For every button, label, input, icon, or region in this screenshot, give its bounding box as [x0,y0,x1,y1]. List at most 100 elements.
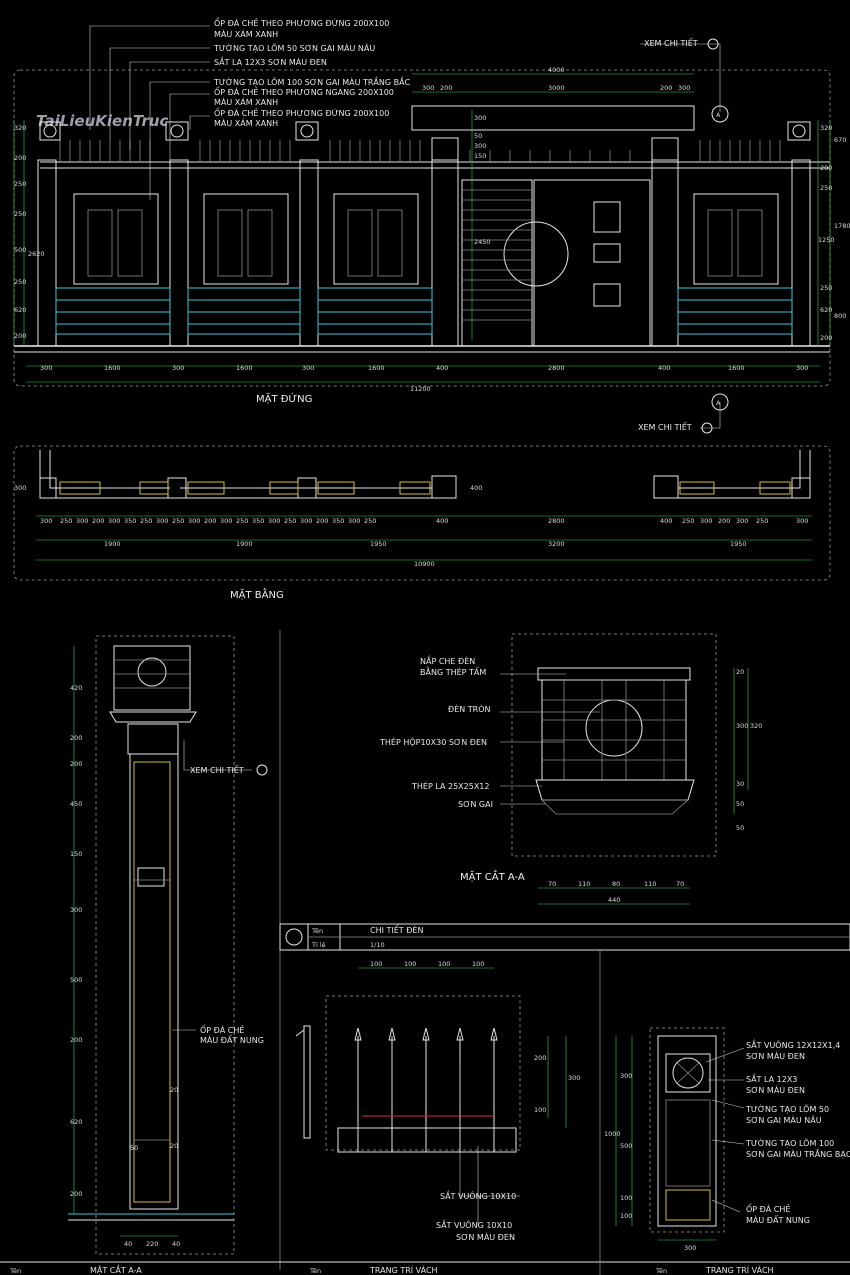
rail-dim-2: 100 [404,960,416,968]
wall-label-8: SƠN GAI MÀU TRẮNG BẠC [746,1147,850,1160]
dim-right-5: 1250 [818,236,835,244]
title-scale: 1/10 [370,941,385,949]
col-bottom-3: 40 [172,1240,180,1248]
dim-top-4: 200 [660,84,672,92]
plan-view: 300 400 300 250 300 200 300 350 250 300 … [13,445,831,601]
note-1: ỐP ĐÁ CHẺ THEO PHƯƠNG ĐỨNG 200X100 [214,16,389,28]
plan-total: 10900 [414,560,435,568]
elevation-title: MẶT ĐỨNG [256,392,312,405]
wall-label-9: ỐP ĐÁ CHẺ [746,1202,790,1214]
plan-dim2-5: 1950 [730,540,747,548]
lamp-label-5: THÉP LA 25X25X12 [411,780,489,791]
lamp-rdim-2: 300 [736,722,748,730]
dim-right-6: 1780 [834,222,850,230]
lamp-rdim-6: 50 [736,824,744,832]
rail-dim-1: 100 [370,960,382,968]
dim-gate-v2: 50 [474,132,482,140]
lamp-section-title: MẶT CẮT A-A [460,869,525,883]
rail-dim-4: 100 [472,960,484,968]
column-section-view: 420 200 200 450 150 300 500 200 620 200 … [68,630,281,1270]
plan-dim2-3: 1950 [370,540,387,548]
col-dim-6: 300 [70,906,82,914]
detail-ref-bottom: XEM CHI TIẾT [638,421,692,432]
dim-left-5: 500 [14,246,26,254]
plan-dim-2: 250 [60,517,72,525]
plan-dim2-1: 1900 [104,540,121,548]
lamp-label-1: NẮP CHE ĐÈN [420,654,475,666]
title-scale-label: Tỉ lệ [311,941,326,949]
plan-dim2-2: 1900 [236,540,253,548]
lamp-rdim-5: 50 [736,800,744,808]
dim-bottom-10: 1600 [728,364,745,372]
plan-dim-17: 300 [300,517,312,525]
wall-dim-1: 1000 [604,1130,621,1138]
plan-dim-27: 200 [718,517,730,525]
plan-dim-28: 300 [736,517,748,525]
col-bottom-2: 220 [146,1240,158,1248]
col-bottom-1: 40 [124,1240,132,1248]
plan-dim-4: 200 [92,517,104,525]
plan-title: MẶT BẰNG [230,587,284,601]
note-2: MÀU XÁM XANH [214,28,278,39]
detail-ref-top: XEM CHI TIẾT [644,37,698,48]
plan-dim2-4: 3200 [548,540,565,548]
plan-dim-3: 300 [76,517,88,525]
title-name-label: Tên [311,927,323,935]
title-name: CHI TIẾT ĐÈN [370,924,423,935]
rail-side-1: 200 [534,1054,546,1062]
watermark-logo: TaiLieuKienTruc [36,112,169,130]
title-block: Tên Tỉ lệ CHI TIẾT ĐÈN 1/10 Tên MẶT CẮT … [0,923,850,1275]
dim-gate-v3: 300 [474,142,486,150]
plan-dim-16: 250 [284,517,296,525]
railing-detail-view: 100 100 100 100 200 300 100 SẮT VUÔNG 10… [295,960,580,1242]
note-3: TƯỜNG TẠO LÕM 50 SƠN GAI MÀU NÂU [213,42,375,54]
plan-dim-1: 300 [40,517,52,525]
dim-top-2: 200 [440,84,452,92]
section-marker-bottom: A [716,399,721,407]
dim-bottom-6: 1600 [368,364,385,372]
dim-right-7: 250 [820,284,832,292]
col-dim-4: 450 [70,800,82,808]
col-dim-7: 500 [70,976,82,984]
lamp-dim-4: 110 [644,880,656,888]
note-4: SẮT LA 12X3 SƠN MÀU ĐEN [214,55,327,67]
dim-right-4: 250 [820,184,832,192]
plan-dim-14: 350 [252,517,264,525]
plan-dim-13: 250 [236,517,248,525]
col-detail-ref: XEM CHI TIẾT [190,764,244,775]
rail-side-2: 300 [568,1074,580,1082]
dim-top-total: 4000 [548,66,565,74]
wall-dim-5: 100 [620,1212,632,1220]
bottom-name-label-3: Tên [655,1267,667,1275]
wall-detail-view: SẮT VUÔNG 12X12X1,4 SƠN MÀU ĐEN SẮT LA 1… [604,1027,850,1252]
col-label-2: MÀU ĐẤT NUNG [200,1034,264,1045]
note-6: ỐP ĐÁ CHẺ THEO PHƯƠNG NGANG 200X100 [214,85,394,97]
dim-right-10: 200 [820,334,832,342]
lamp-dim-5: 70 [676,880,684,888]
dim-left-4: 250 [14,210,26,218]
rail-dim-3: 100 [438,960,450,968]
plan-dim-15: 300 [268,517,280,525]
dim-bottom-8: 2800 [548,364,565,372]
lamp-rdim-3: 320 [750,722,762,730]
col-inner-dim-3: 20 [170,1142,178,1150]
dim-bottom-2: 1600 [104,364,121,372]
rail-side-3: 100 [534,1106,546,1114]
plan-dim-22: 400 [436,517,448,525]
wall-label-5: TƯỜNG TẠO LÕM 50 [745,1103,829,1115]
dim-left-6: 250 [14,278,26,286]
dim-top-1: 300 [422,84,434,92]
dim-right-1: 320 [820,124,832,132]
lamp-dim-1: 70 [548,880,556,888]
lamp-dim-3: 80 [612,880,620,888]
lamp-section-view: NẮP CHE ĐÈN BẰNG THÉP TẤM ĐÈN TRÒN THÉP … [379,633,762,905]
plan-dim-9: 250 [172,517,184,525]
bottom-title-1: MẶT CẮT A-A [90,1263,142,1275]
wall-label-10: MÀU ĐẤT NUNG [746,1214,810,1225]
wall-label-7: TƯỜNG TẠO LÕM 100 [745,1137,834,1149]
lamp-label-4: THÉP HỘP10X30 SƠN ĐEN [379,736,487,747]
plan-side-dim: 300 [14,484,26,492]
lamp-label-2: BẰNG THÉP TẤM [420,665,486,677]
note-9: MÀU XÁM XANH [214,117,278,128]
